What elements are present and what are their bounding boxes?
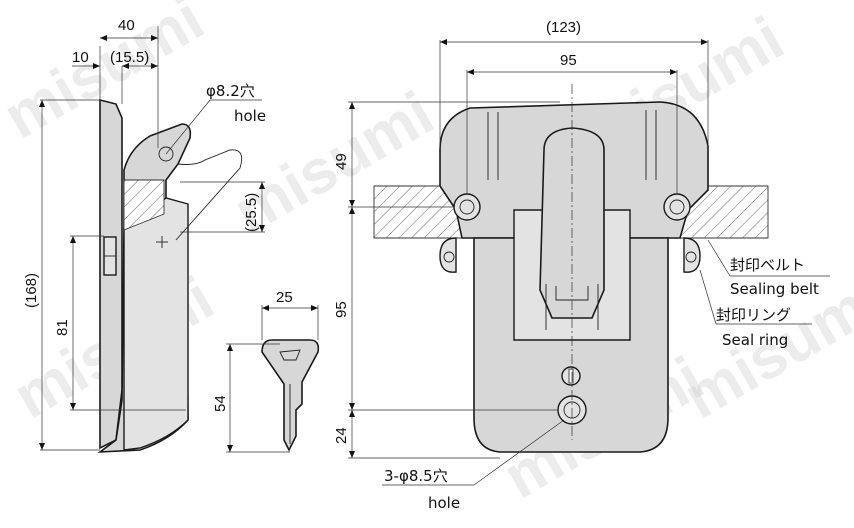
seal-ring-left [439,237,457,273]
side-handle [123,197,189,451]
dim-10: 10 [72,49,89,66]
side-view: 40 10 (15.5) (168) 81 (25.5) φ8.2穴 hole [23,17,266,453]
label-seal-ring-en: Seal ring [722,331,788,349]
dim-123: (123) [546,19,581,36]
dim-49: 49 [333,153,350,170]
dim-key-width: 25 [276,289,293,306]
front-view: (123) 95 49 95 24 3-φ8.5穴 hole 封印ベルト Sea… [333,19,830,512]
dim-95-vertical: 95 [333,301,350,318]
mounting-hole-left [453,193,481,221]
seal-ring-right [683,237,701,273]
side-hatched-section [123,179,165,231]
dim-25-5: (25.5) [243,193,260,232]
dim-168: (168) [23,273,40,308]
label-hole-front-jp: 3-φ8.5穴 [384,467,448,485]
key-view: 25 54 [212,289,320,453]
dim-15-5: (15.5) [110,49,149,66]
side-lever-arc [175,149,243,241]
label-seal-ring-jp: 封印リング [716,306,791,324]
dim-key-height: 54 [212,395,229,412]
label-hole-front-en: hole [428,494,460,512]
dim-24: 24 [333,427,350,444]
side-pivot-hole [158,146,174,162]
label-sealing-belt-jp: 封印ベルト [730,256,805,274]
dim-95-horizontal: 95 [560,52,577,69]
label-hole-side-jp: φ8.2穴 [206,82,255,100]
key-hole [279,349,301,361]
dim-81: 81 [54,319,71,336]
dim-40: 40 [118,17,135,34]
label-sealing-belt-en: Sealing belt [730,280,819,298]
label-hole-side-en: hole [234,107,266,125]
mounting-hole-right [663,193,691,221]
